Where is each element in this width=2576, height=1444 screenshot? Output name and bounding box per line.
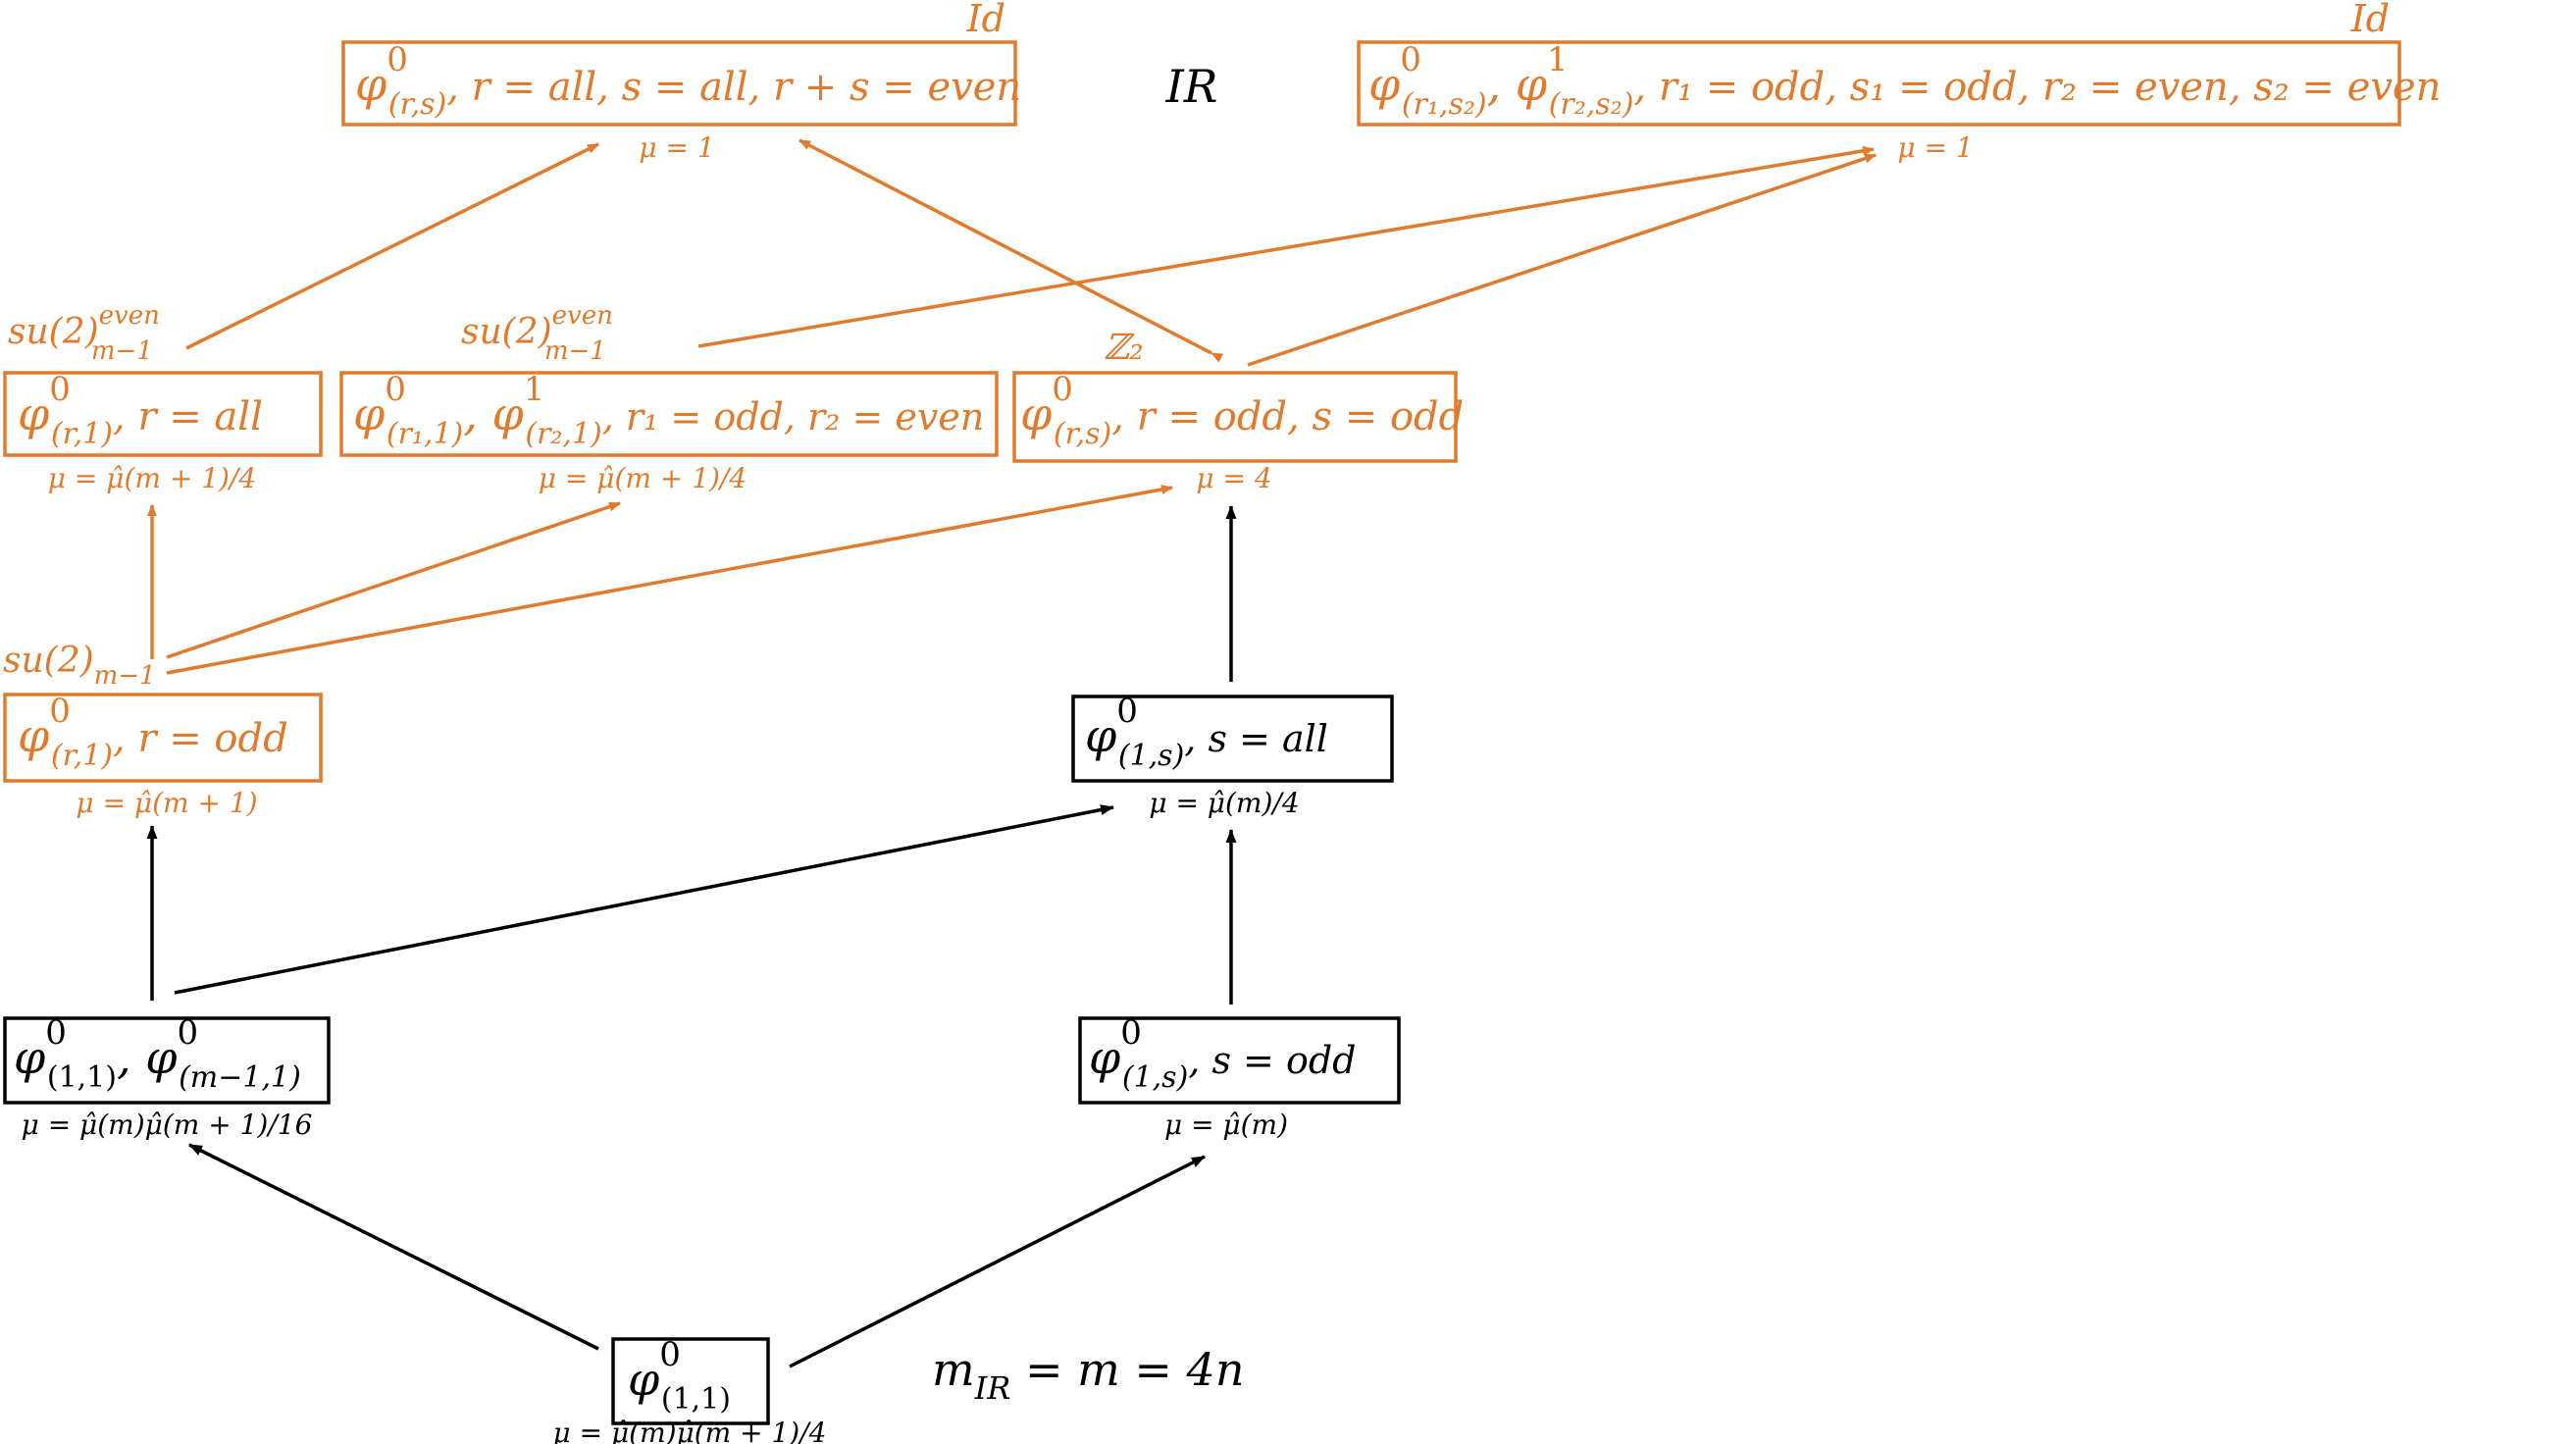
node-low-left: su(2)m−1 φ0 (r,1), r = odd μ = μ̂(m + 1) bbox=[3, 641, 323, 819]
svg-text:φ0(r,s), r = odd, s = odd: φ0 (r,s), r = odd, s = odd bbox=[1020, 370, 1464, 451]
svg-text:φ0(r,1), r = all: φ0 (r,1), r = all bbox=[18, 370, 263, 451]
mu-label: μ = 1 bbox=[1897, 131, 1973, 164]
sup-index: 0 bbox=[1052, 370, 1073, 409]
sub-index: (r,s) bbox=[1054, 417, 1111, 451]
sup-index: 0 bbox=[385, 370, 406, 409]
sup-index: 1 bbox=[524, 370, 545, 409]
sub-index: (1,s) bbox=[1122, 1060, 1188, 1095]
phi-symbol: φ bbox=[1085, 709, 1117, 762]
sub-index: (m−1,1) bbox=[179, 1060, 301, 1095]
sub-index: (r,1) bbox=[51, 417, 113, 451]
node-low-right: φ0 (1,s), s = all μ = μ̂(m)/4 bbox=[1071, 692, 1394, 819]
condition-text: , s = all bbox=[1184, 717, 1328, 760]
sup-index: 0 bbox=[386, 40, 408, 79]
ir-title: IR bbox=[1165, 60, 1218, 113]
condition-text: , r = odd, s = odd bbox=[1111, 394, 1464, 439]
phi-symbol: φ bbox=[18, 387, 50, 440]
svg-text:φ0(r₁,s₂), φ1(r₂,s₂), r₁ = od: φ0 (r₁,s₂), φ1 (r₂,s₂), r₁ = odd, s₁ = odd… bbox=[1368, 40, 2441, 122]
symmetry-label: su(2)m−1 bbox=[3, 641, 156, 691]
arrow-midleft-to-irleft bbox=[185, 142, 599, 350]
sup-index: 0 bbox=[49, 692, 71, 731]
phi-symbol: , φ bbox=[1487, 58, 1548, 111]
svg-text:φ0(r,1), r = odd: φ0 (r,1), r = odd bbox=[18, 692, 288, 773]
sup-index: 0 bbox=[1120, 1013, 1142, 1053]
svg-text:φ0(r,s), r = all, s = all, r: φ0 (r,s), r = all, s = all, r + s = even bbox=[355, 40, 1021, 122]
svg-text:φ0(1,s), s = all: φ0 (1,s), s = all bbox=[1085, 692, 1328, 773]
arrow-uvpairleft-to-lowright bbox=[174, 804, 1114, 995]
arrow-uvroot-to-uvpairright bbox=[789, 1155, 1206, 1368]
flow-arrows bbox=[146, 138, 1877, 1368]
sub-index: (1,s) bbox=[1118, 739, 1184, 773]
arrow-midright-to-irright bbox=[1247, 153, 1877, 367]
sup-index: 0 bbox=[177, 1013, 198, 1053]
symmetry-label: Id bbox=[966, 0, 1005, 40]
sup-index: 1 bbox=[1547, 40, 1569, 79]
sup-index: 0 bbox=[659, 1335, 681, 1374]
node-uv-pair-left: φ0(1,1), φ0(m−1,1) μ = μ̂(m)μ̂(m + 1)/16 bbox=[3, 1013, 331, 1141]
arrow-midright-to-irleft bbox=[799, 138, 1224, 363]
mu-label: μ = μ̂(m)/4 bbox=[1149, 787, 1299, 819]
arrow-uvroot-to-uvpairleft bbox=[188, 1143, 599, 1351]
node-uv-root: φ0 (1,1) μ = μ̂(m)μ̂(m + 1)/4 bbox=[553, 1335, 827, 1444]
svg-text:φ0(r₁,1), φ1(r₂,1), r₁ = odd,: φ0 (r₁,1), φ1 (r₂,1), r₁ = odd, r₂ = even bbox=[353, 370, 984, 451]
phi-symbol: φ bbox=[353, 387, 386, 440]
sup-index: 0 bbox=[49, 370, 71, 409]
mu-label: μ = μ̂(m + 1)/4 bbox=[48, 462, 256, 494]
condition-text: , r₁ = odd, s₁ = odd, r₂ = even, s₂ = ev… bbox=[1633, 65, 2441, 110]
sub-index: (r₂,1) bbox=[525, 417, 601, 451]
mu-label: μ = μ̂(m + 1) bbox=[76, 787, 257, 819]
node-ir-left: Id φ0 (r,s), r = all, s = all, r + s = ev… bbox=[341, 0, 1021, 164]
symmetry-label: ℤ₂ bbox=[1104, 328, 1144, 368]
sub-index: (r₁,s₂) bbox=[1402, 87, 1487, 122]
condition-text: , r = all bbox=[113, 394, 263, 439]
phi-symbol: , φ bbox=[463, 387, 524, 440]
sup-index: 0 bbox=[1116, 692, 1138, 731]
sub-index: (r,1) bbox=[51, 739, 113, 773]
condition-text: , r = odd bbox=[113, 716, 288, 761]
phi-symbol: , φ bbox=[117, 1031, 178, 1084]
sup-index: 0 bbox=[1400, 40, 1421, 79]
sub-index: (r₁,1) bbox=[386, 417, 463, 451]
phi-symbol: φ bbox=[355, 58, 387, 111]
sub-index: (r,s) bbox=[388, 87, 446, 122]
mu-label: μ = 4 bbox=[1196, 462, 1271, 494]
arrow-lowleft-to-midcenter bbox=[166, 501, 621, 659]
arrow-lowleft-to-midright bbox=[166, 485, 1173, 675]
sub-index: (1,1) bbox=[47, 1060, 117, 1095]
phi-symbol: φ bbox=[1020, 387, 1053, 440]
node-mid-right: ℤ₂ φ0 (r,s), r = odd, s = odd μ = 4 bbox=[1012, 328, 1464, 494]
svg-text:φ0(1,1): φ0 (1,1) bbox=[628, 1335, 731, 1417]
phi-symbol: φ bbox=[1089, 1031, 1121, 1084]
mu-label: μ = μ̂(m)μ̂(m + 1)/4 bbox=[553, 1417, 827, 1444]
svg-text:φ0(1,s), s = odd: φ0 (1,s), s = odd bbox=[1089, 1013, 1356, 1095]
mu-label: μ = μ̂(m)μ̂(m + 1)/16 bbox=[22, 1109, 313, 1141]
m-ir-caption: mIR = m = 4n bbox=[932, 1343, 1244, 1407]
condition-text: , r = all, s = all, r + s = even bbox=[446, 65, 1021, 110]
node-uv-pair-right: φ0 (1,s), s = odd μ = μ̂(m) bbox=[1078, 1013, 1401, 1141]
condition-text: , s = odd bbox=[1188, 1039, 1356, 1082]
symmetry-label: Id bbox=[2350, 0, 2390, 40]
svg-text:φ0(1,1), φ0(m−1,1): φ0(1,1), φ0(m−1,1) bbox=[14, 1013, 301, 1095]
phi-symbol: φ bbox=[14, 1031, 46, 1084]
sub-index: (1,1) bbox=[661, 1382, 731, 1417]
mu-label: μ = μ̂(m + 1)/4 bbox=[539, 462, 747, 494]
node-ir-right: Id φ0 (r₁,s₂), φ1 (r₂,s₂), r₁ = odd, s₁ = … bbox=[1357, 0, 2441, 164]
phi-symbol: φ bbox=[1368, 58, 1401, 111]
mu-label: μ = μ̂(m) bbox=[1164, 1109, 1288, 1141]
sub-index: (r₂,s₂) bbox=[1549, 87, 1634, 122]
phi-symbol: φ bbox=[628, 1353, 660, 1406]
condition-text: , r₁ = odd, r₂ = even bbox=[602, 395, 985, 438]
phi-symbol: φ bbox=[18, 709, 50, 762]
sup-index: 0 bbox=[45, 1013, 67, 1053]
mu-label: μ = 1 bbox=[639, 131, 714, 164]
